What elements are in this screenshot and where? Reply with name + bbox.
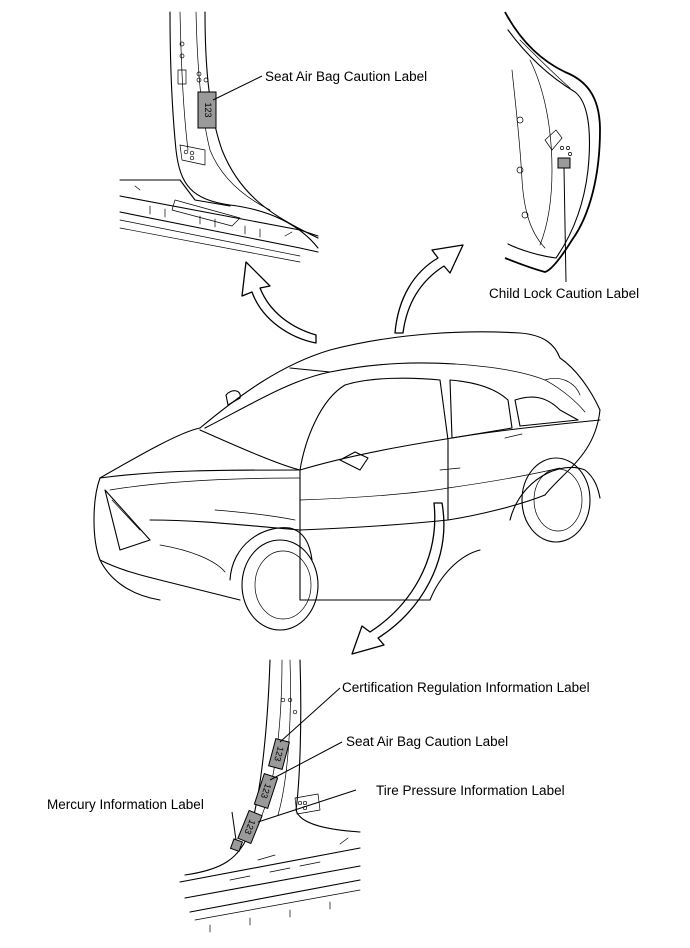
- mercury-information-label: Mercury Information Label: [47, 797, 204, 812]
- rear-door-detail: Child Lock Caution Label: [489, 11, 639, 301]
- b-pillar-detail-bottom: 123 123 123 Certification Regulation Inf…: [47, 659, 590, 933]
- vehicle-illustration: [93, 331, 601, 631]
- seat-air-bag-caution-label-bottom: Seat Air Bag Caution Label: [346, 734, 508, 749]
- arrow-to-top-detail: [241, 261, 317, 344]
- svg-text:123: 123: [203, 102, 213, 117]
- b-pillar-detail-top: 123 Seat Air Bag Caution Label: [119, 11, 427, 263]
- svg-text:123: 123: [259, 782, 273, 799]
- certification-regulation-information-label: Certification Regulation Information Lab…: [342, 680, 590, 695]
- child-lock-caution-label-plate: [557, 157, 571, 169]
- child-lock-caution-label: Child Lock Caution Label: [489, 286, 639, 301]
- arrow-to-bottom-detail: [351, 502, 445, 655]
- svg-text:123: 123: [272, 745, 286, 762]
- tire-pressure-information-label: Tire Pressure Information Label: [376, 783, 565, 798]
- seat-air-bag-caution-label-top: Seat Air Bag Caution Label: [265, 69, 427, 84]
- arrow-to-door-detail: [394, 244, 464, 334]
- label-plates-bottom: 123 123 123: [229, 738, 290, 853]
- seat-air-bag-caution-label-plate-top: 123: [197, 91, 217, 129]
